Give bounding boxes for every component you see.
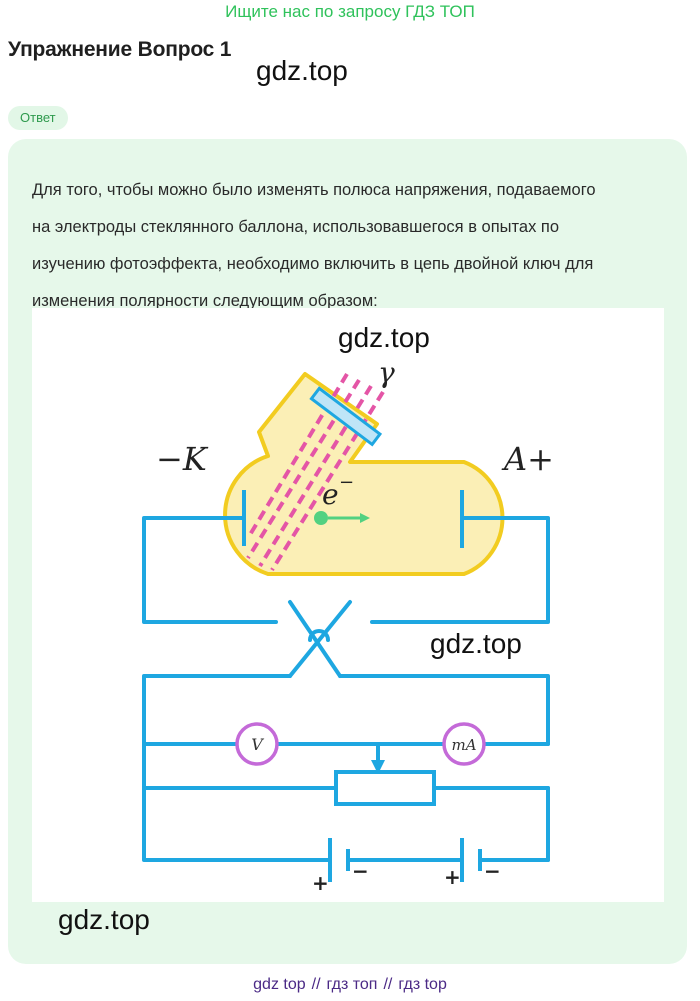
voltmeter-label: V [251, 735, 264, 754]
footer-link[interactable]: гдз топ [326, 976, 378, 993]
watermark: gdz.top [256, 55, 348, 86]
watermark: gdz.top [338, 322, 430, 353]
watermark: gdz.top [430, 628, 522, 659]
cathode-label: −K [156, 440, 209, 478]
answer-line: Для того, чтобы можно было изменять полю… [32, 181, 596, 199]
ammeter [442, 722, 486, 766]
battery-plus-1: + [312, 871, 329, 895]
answer-line: изменения полярности следующим образом: [32, 292, 378, 310]
tube-window [309, 386, 383, 447]
footer-separator: // [383, 976, 393, 993]
voltmeter [235, 722, 279, 766]
answer-badge: Ответ [8, 106, 68, 130]
circuit-diagram: V mA −K A+ e − γ + − + − [32, 308, 664, 902]
wiring [142, 516, 550, 862]
battery-minus-2: − [484, 859, 501, 883]
answer-line: изучению фотоэффекта, необходимо включит… [32, 255, 594, 273]
circuit-svg: V mA −K A+ e − γ + − + − [142, 356, 554, 895]
battery-plus-2: + [444, 865, 461, 889]
battery-minus-1: − [352, 859, 369, 883]
ammeter-label: mA [451, 736, 476, 754]
footer-link[interactable]: гдз top [398, 976, 447, 993]
rheostat-slider-arrow [371, 760, 385, 774]
footer-links: gdz top // гдз топ // гдз top [0, 976, 700, 994]
answer-line: на электроды стеклянного баллона, исполь… [32, 218, 560, 236]
page-title: Упражнение Вопрос 1 [8, 38, 232, 61]
electron-label: e [322, 478, 339, 511]
electron-arrowhead [360, 513, 370, 523]
gamma-label: γ [378, 356, 395, 389]
bulb-shape [223, 372, 505, 576]
electron-charge: − [339, 472, 354, 493]
watermark: gdz.top [58, 904, 150, 935]
search-banner: Ищите нас по запросу ГДЗ ТОП [225, 2, 475, 21]
battery [328, 838, 482, 882]
anode-label: A+ [501, 440, 554, 478]
footer-separator: // [311, 976, 321, 993]
rheostat [334, 770, 436, 806]
answer-text: Для того, чтобы можно было изменять полю… [32, 172, 672, 320]
footer-link[interactable]: gdz top [253, 976, 306, 993]
electron-dot [314, 511, 328, 525]
